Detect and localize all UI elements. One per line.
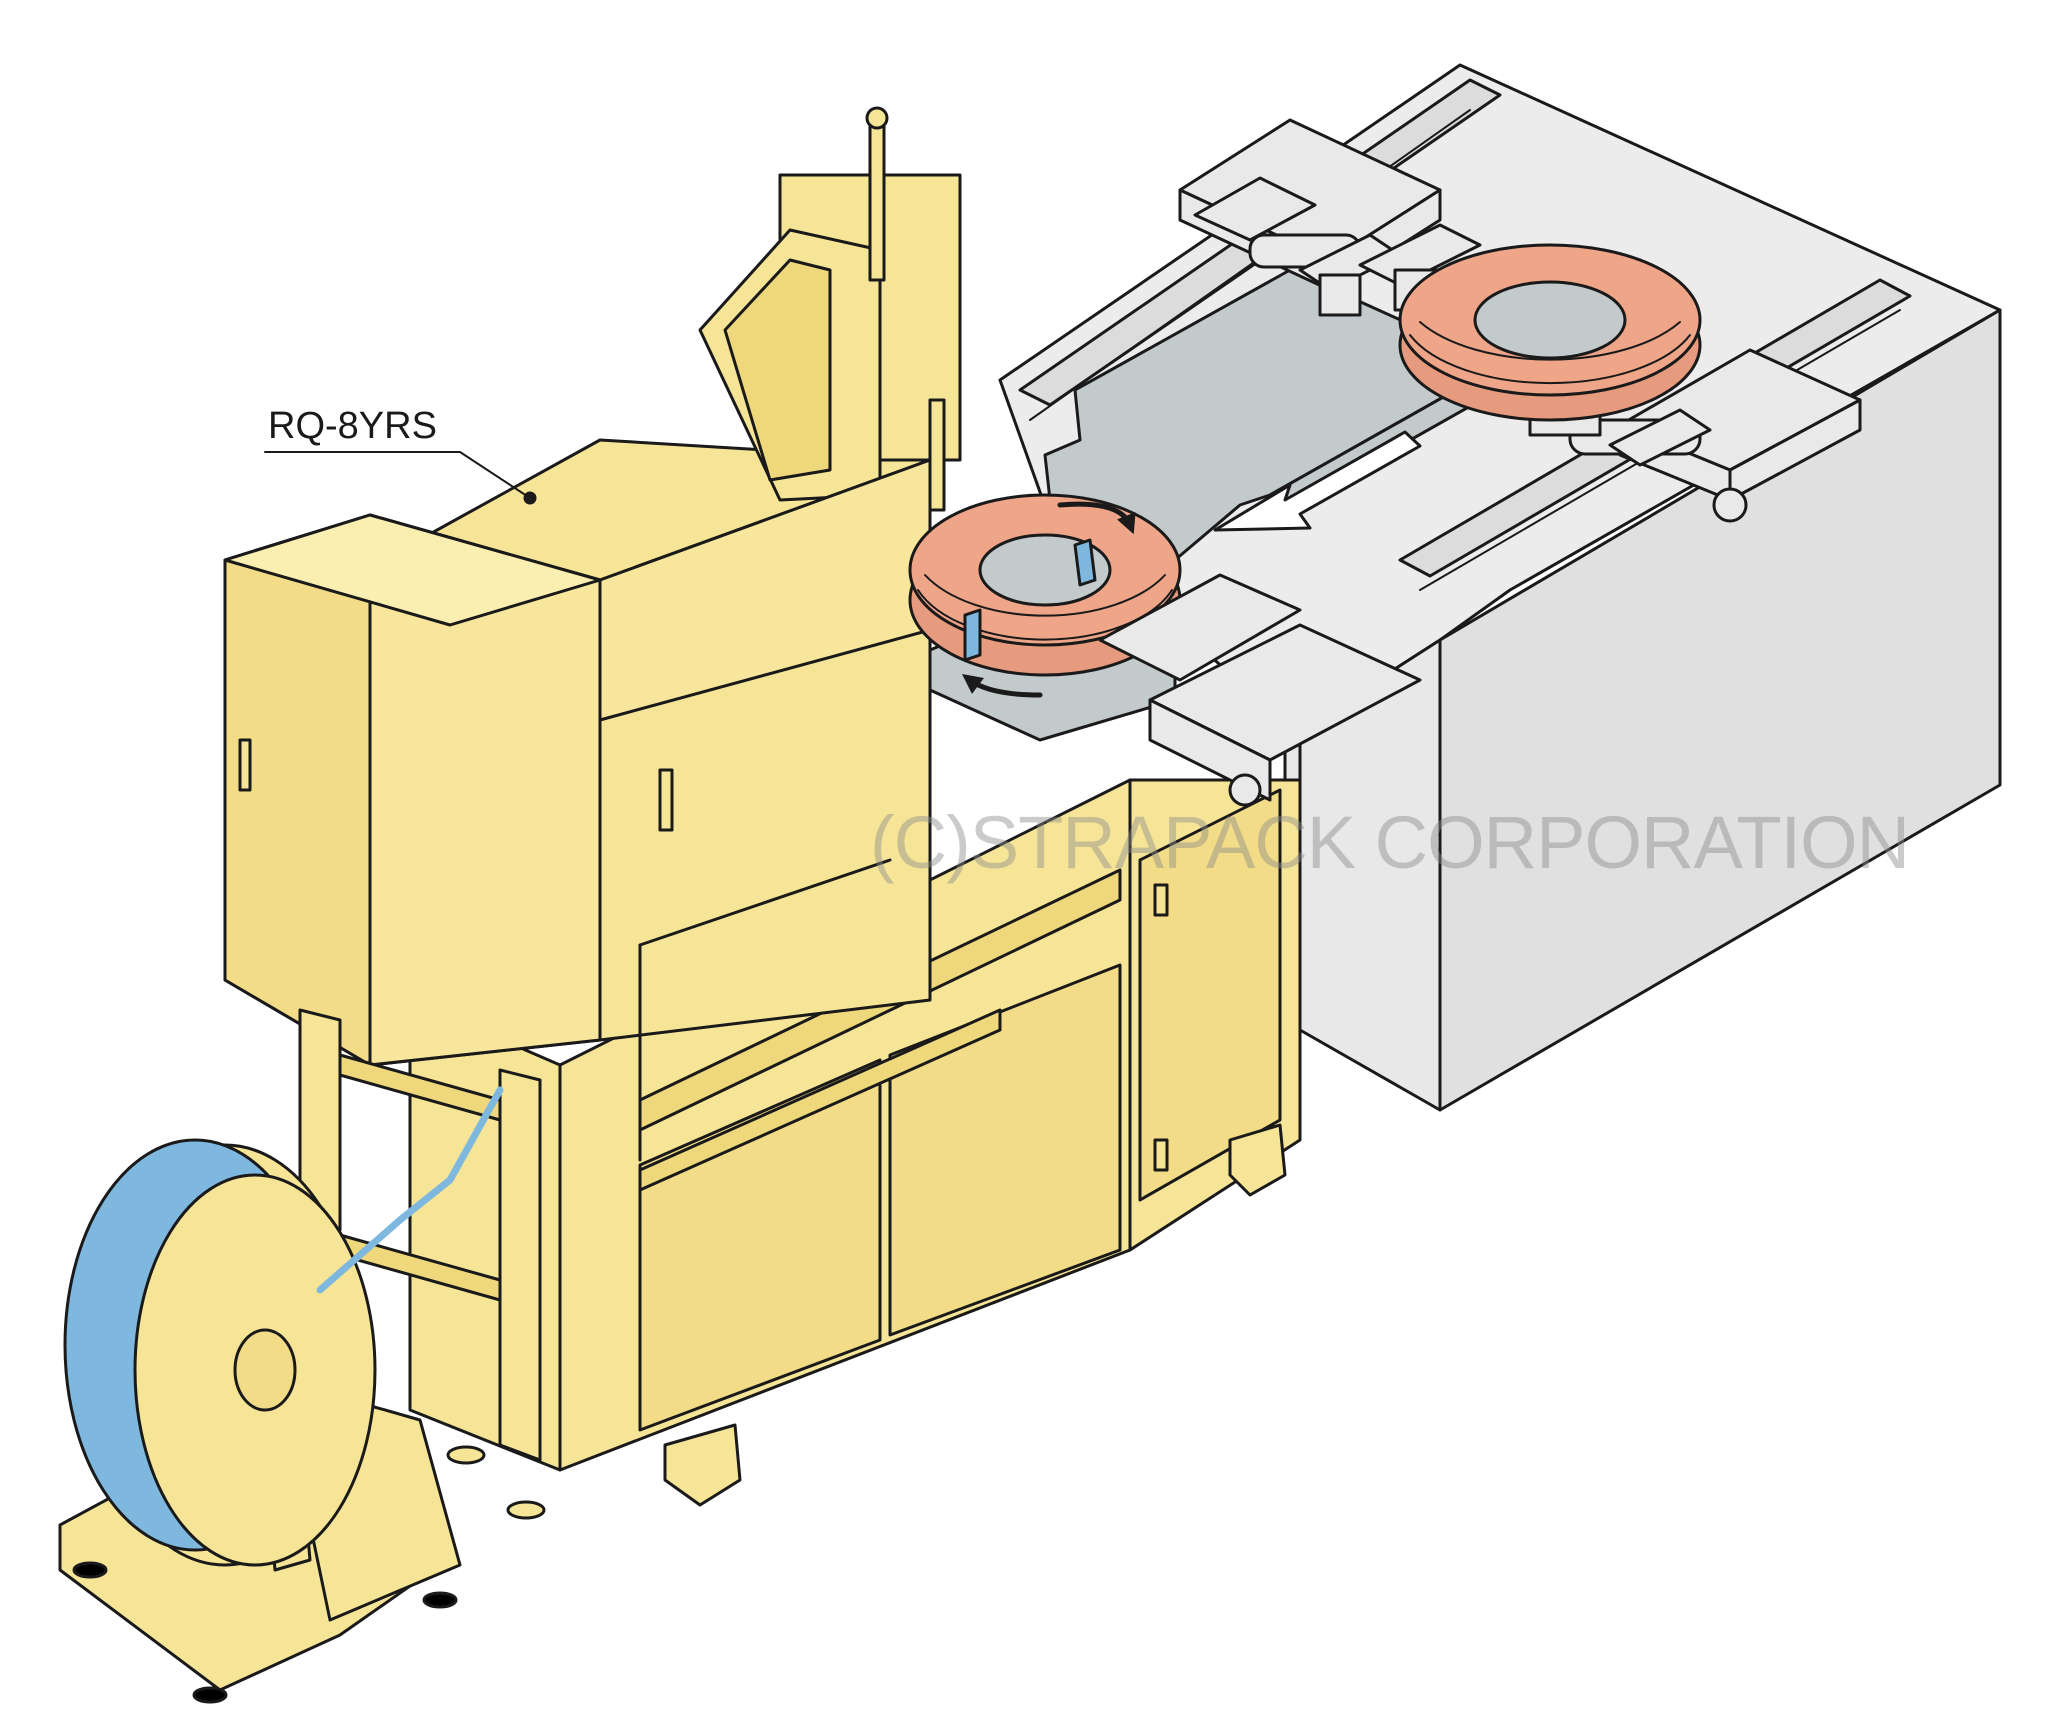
strapping-machine: [223, 106, 1302, 1520]
direction-arrow: [1213, 430, 1422, 532]
lower-gripper: [1518, 338, 1862, 523]
strap-dispenser: [58, 1086, 504, 1704]
upper-gripper: [1178, 118, 1482, 317]
strapping-head: [908, 493, 1422, 807]
copyright-watermark: (C)STRAPACK CORPORATION: [870, 801, 1909, 884]
model-leader-line: [264, 451, 531, 499]
model-label: RQ-8YRS: [268, 405, 437, 447]
transfer-table: [1043, 268, 1502, 562]
incoming-copper-coil: [1398, 243, 1702, 422]
model-leader-dot: [523, 491, 537, 505]
